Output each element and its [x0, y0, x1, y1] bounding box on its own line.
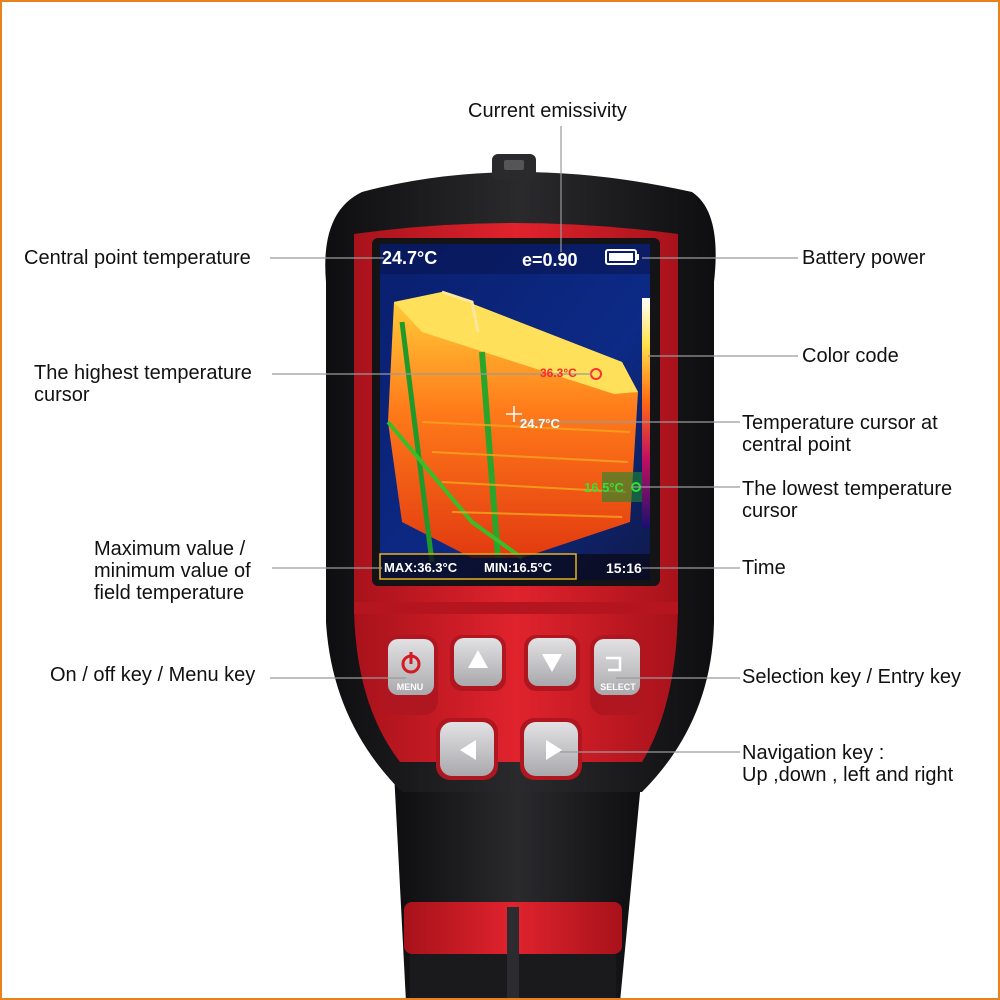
label-max-min-field-temperature: Maximum value / minimum value of field t… — [94, 538, 251, 604]
label-current-emissivity: Current emissivity — [468, 100, 627, 122]
screen-center-cursor: 24.7°C — [520, 416, 560, 431]
label-navigation-key: Navigation key : Up ,down , left and rig… — [742, 742, 954, 786]
label-lowest-temperature-cursor: The lowest temperature cursor — [742, 478, 953, 522]
label-time: Time — [742, 557, 786, 579]
label-on-off-menu-key: On / off key / Menu key — [50, 664, 256, 686]
screen-min-value: MIN:16.5°C — [484, 560, 553, 575]
label-selection-entry-key: Selection key / Entry key — [742, 666, 961, 688]
screen-time: 15:16 — [606, 560, 642, 576]
label-central-point-temperature: Central point temperature — [24, 247, 251, 269]
label-battery-power: Battery power — [802, 247, 926, 269]
screen-max-value: MAX:36.3°C — [384, 560, 458, 575]
menu-key-label: MENU — [396, 682, 424, 692]
down-key[interactable] — [524, 635, 580, 691]
left-key[interactable] — [436, 718, 498, 780]
menu-power-key[interactable]: MENU — [382, 635, 438, 715]
up-key[interactable] — [450, 635, 506, 691]
label-color-code: Color code — [802, 345, 899, 367]
screen-hot-spot: 36.3°C — [540, 366, 577, 380]
screen-center-temp: 24.7°C — [382, 248, 438, 268]
right-key[interactable] — [520, 718, 582, 780]
label-highest-temperature-cursor: The highest temperature cursor — [34, 362, 252, 406]
select-key-label: SELECT — [600, 682, 636, 692]
screen-cold-spot: 16.5°C — [584, 480, 624, 495]
screen-emissivity: e=0.90 — [522, 250, 578, 270]
label-temperature-cursor-central: Temperature cursor at central point — [742, 412, 938, 456]
select-entry-key[interactable]: SELECT — [590, 635, 646, 715]
